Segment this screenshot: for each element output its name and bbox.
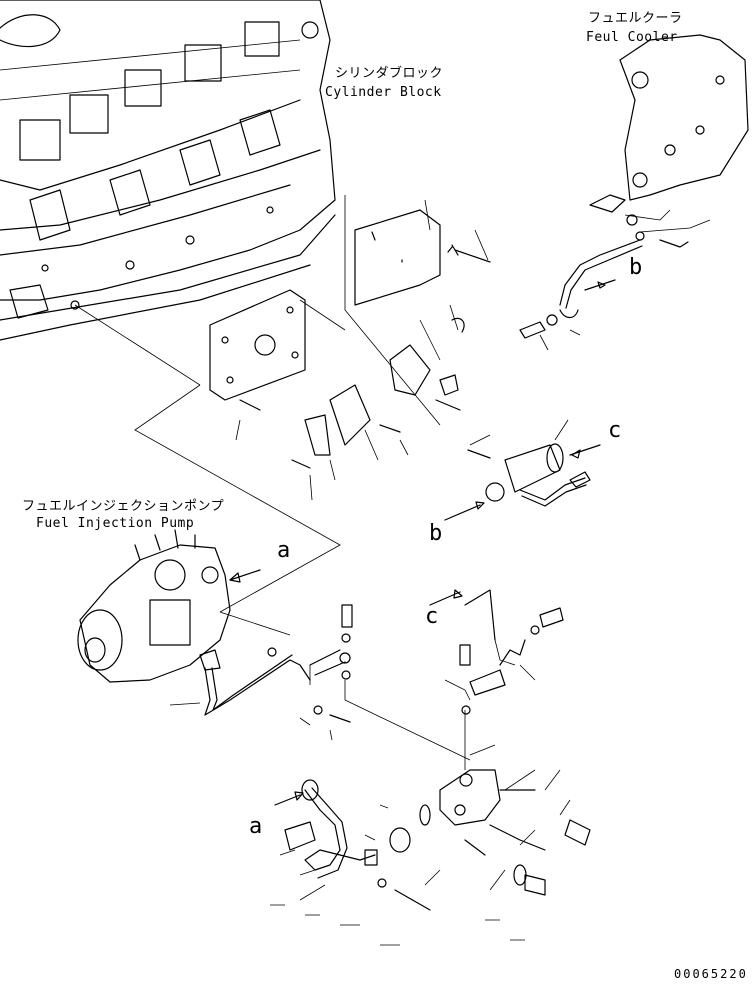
fuel-cooler-drawing bbox=[589, 34, 749, 213]
fuel-block-drawing bbox=[389, 769, 591, 911]
drawing-number: 00065220 bbox=[674, 967, 748, 981]
callout-c-bottom: c bbox=[425, 604, 439, 629]
cover-plate-drawing bbox=[209, 209, 459, 456]
callout-b-bottom: b bbox=[429, 521, 443, 546]
cylinder-block-label-jp: シリンダブロック bbox=[335, 66, 444, 81]
callout-a-top: a bbox=[277, 538, 291, 563]
cylinder-block-drawing bbox=[0, 0, 336, 341]
callout-b-top: b bbox=[629, 255, 643, 280]
injection-pump-label-jp: フュエルインジェクションポンプ bbox=[22, 499, 225, 514]
callout-a-bottom: a bbox=[249, 814, 263, 839]
feul-cooler-label-jp: フュエルクーラ bbox=[588, 11, 683, 26]
injection-pump-label-en: Fuel Injection Pump bbox=[36, 516, 195, 531]
feul-cooler-label-en: Feul Cooler bbox=[586, 30, 678, 45]
fuel-filter-drawing bbox=[485, 419, 591, 507]
cylinder-block-label-en: Cylinder Block bbox=[325, 85, 442, 100]
injection-pump-drawing bbox=[77, 529, 231, 683]
callout-c-top: c bbox=[608, 418, 622, 443]
